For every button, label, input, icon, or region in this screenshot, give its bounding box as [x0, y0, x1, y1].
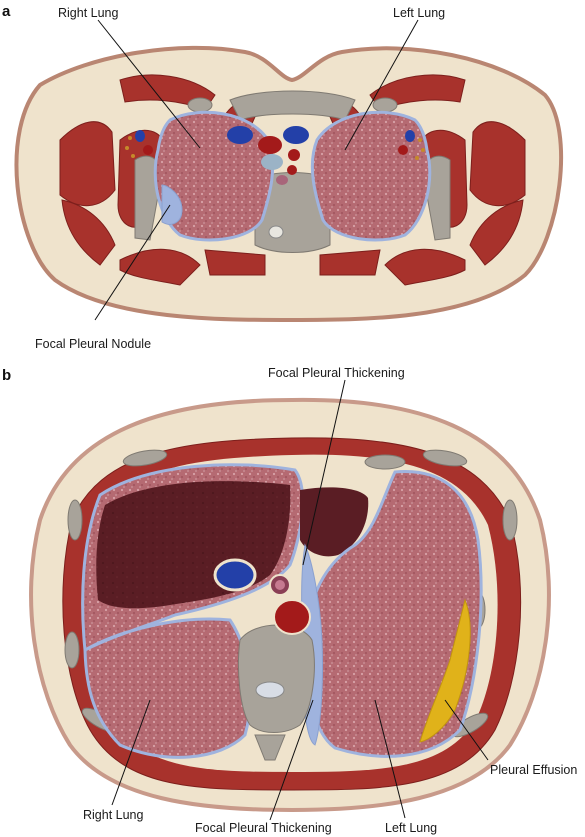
panel-b-right-lung-label: Right Lung — [83, 808, 144, 822]
panel-a-right-lung-label: Right Lung — [58, 6, 119, 20]
panel-a-left-lung-leader — [344, 19, 419, 151]
panel-a: a — [2, 3, 563, 351]
panel-b: b — [2, 366, 577, 835]
panel-a-left-lung-label: Left Lung — [393, 6, 445, 20]
panel-a-letter: a — [2, 3, 11, 20]
panel-b-left-lung — [305, 470, 483, 758]
panel-b-left-lung-leader — [374, 699, 406, 819]
panel-b-thickening-top-leader — [302, 379, 346, 566]
panel-b-left-lung-label: Left Lung — [385, 821, 437, 835]
panel-b-spine — [238, 624, 315, 761]
panel-b-thickening-bottom-label: Focal Pleural Thickening — [195, 821, 332, 835]
panel-b-vessels — [213, 558, 311, 635]
panel-a-right-lung-leader — [97, 19, 201, 149]
panel-a-focal-pleural-nodule — [161, 184, 183, 225]
panel-b-thickening-bottom-leader — [269, 699, 314, 821]
panel-b-right-lung-leader — [111, 699, 151, 806]
panel-b-thickening-top-label: Focal Pleural Thickening — [268, 366, 405, 380]
panel-b-pleural-effusion-label: Pleural Effusion — [490, 763, 577, 777]
panel-a-vessels — [125, 126, 425, 239]
panel-b-pleural-effusion — [419, 598, 471, 743]
panel-a-nodule-leader — [94, 204, 171, 321]
panel-a-left-lung — [310, 110, 432, 242]
panel-a-right-lung — [153, 110, 275, 242]
panel-a-focal-pleural-nodule-label: Focal Pleural Nodule — [35, 337, 151, 351]
panel-b-effusion-leader — [444, 699, 489, 761]
panel-b-letter: b — [2, 367, 11, 384]
